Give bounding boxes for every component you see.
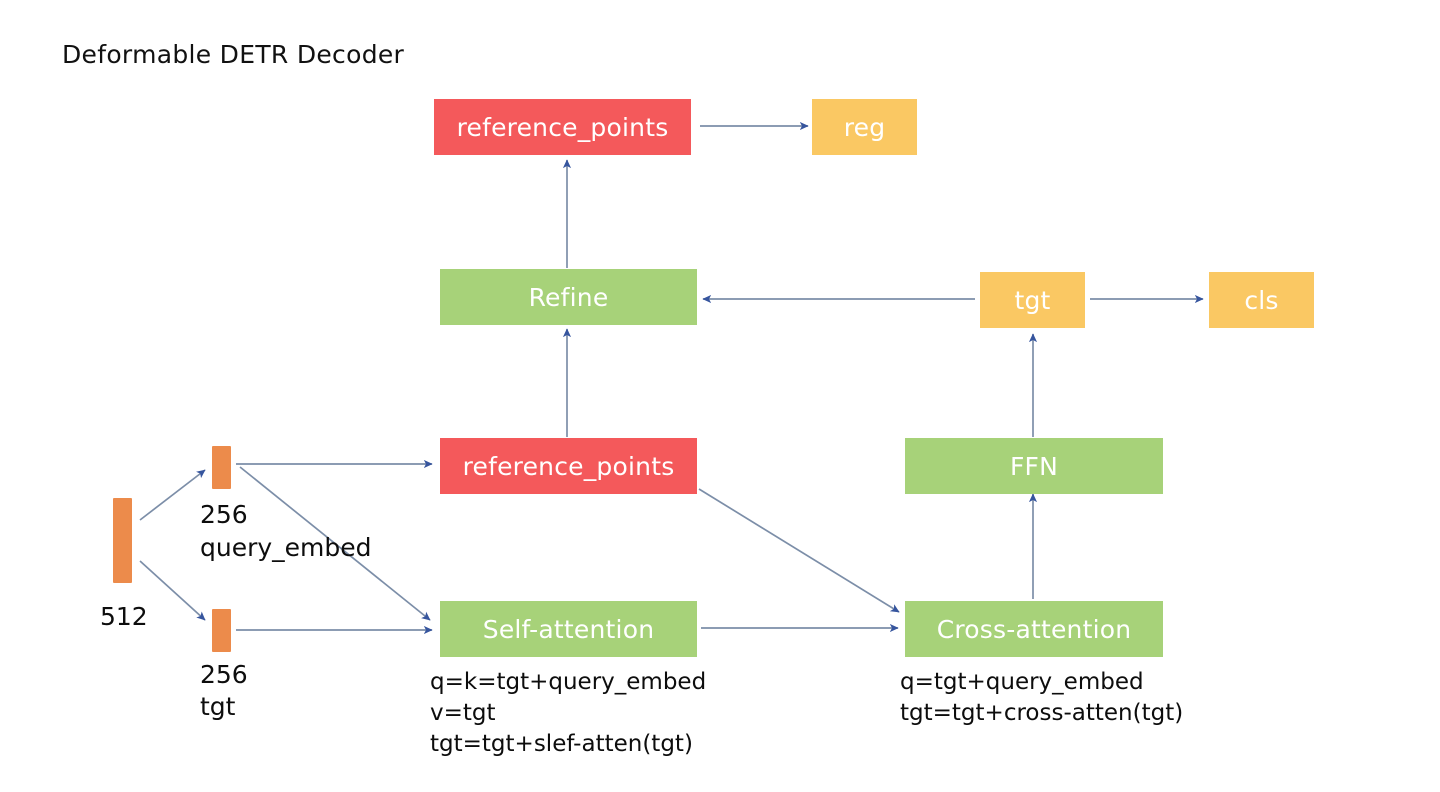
label-query-embed-name: query_embed	[200, 533, 372, 562]
label-tgt-name: tgt	[200, 692, 236, 721]
edge-512-to-queryembed	[139, 469, 206, 521]
node-cross-attention[interactable]: Cross-attention	[905, 601, 1163, 657]
bar-tgt[interactable]	[212, 609, 231, 652]
page-title: Deformable DETR Decoder	[62, 40, 405, 69]
node-ffn[interactable]: FFN	[905, 438, 1163, 494]
bar-input-512[interactable]	[113, 498, 132, 583]
node-self-attention[interactable]: Self-attention	[440, 601, 697, 657]
node-reference-points-mid[interactable]: reference_points	[440, 438, 697, 494]
node-cls[interactable]: cls	[1209, 272, 1314, 328]
node-reg[interactable]: reg	[812, 99, 917, 155]
node-refine[interactable]: Refine	[440, 269, 697, 325]
caption-self-attention: q=k=tgt+query_embed v=tgt tgt=tgt+slef-a…	[430, 669, 707, 757]
node-tgt-box[interactable]: tgt	[980, 272, 1085, 328]
label-input-512: 512	[100, 602, 148, 631]
caption-cross-attention: q=tgt+query_embed tgt=tgt+cross-atten(tg…	[900, 669, 1184, 726]
edge-512-to-tgtbar	[139, 560, 206, 621]
edge-refpointsmid-to-crossatt	[698, 488, 900, 613]
label-query-embed-dim: 256	[200, 500, 248, 529]
bar-query-embed[interactable]	[212, 446, 231, 489]
label-tgt-dim: 256	[200, 660, 248, 689]
node-reference-points-top[interactable]: reference_points	[434, 99, 691, 155]
